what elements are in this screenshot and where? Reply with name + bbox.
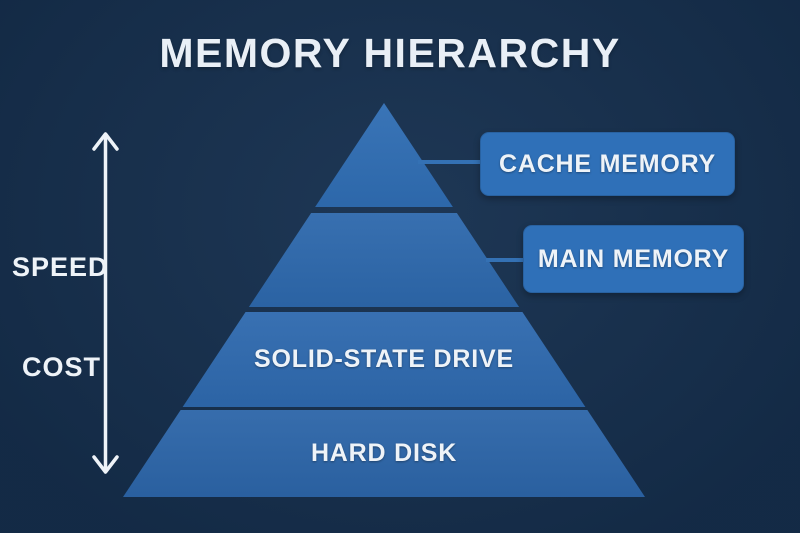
- speed-axis-label: SPEED: [12, 252, 109, 282]
- main-memory-callout: MAIN MEMORY: [523, 225, 744, 293]
- pyramid-tier-ssd: SOLID-STATE DRIVE: [123, 312, 645, 407]
- main-memory-callout-label: MAIN MEMORY: [537, 244, 730, 273]
- cache-connector-line: [418, 160, 482, 164]
- speed-cost-arrow-icon: [92, 132, 119, 474]
- main-memory-connector-line: [486, 258, 526, 262]
- page-title: MEMORY HIERARCHY: [159, 30, 621, 76]
- pyramid-tier-hard-disk: HARD DISK: [123, 410, 645, 497]
- cost-axis-label: COST: [22, 352, 102, 382]
- hard-disk-tier-label: HARD DISK: [310, 439, 458, 467]
- ssd-tier-label: SOLID-STATE DRIVE: [254, 345, 514, 373]
- cache-memory-callout-label: CACHE MEMORY: [498, 149, 716, 178]
- cache-memory-callout: CACHE MEMORY: [480, 132, 735, 196]
